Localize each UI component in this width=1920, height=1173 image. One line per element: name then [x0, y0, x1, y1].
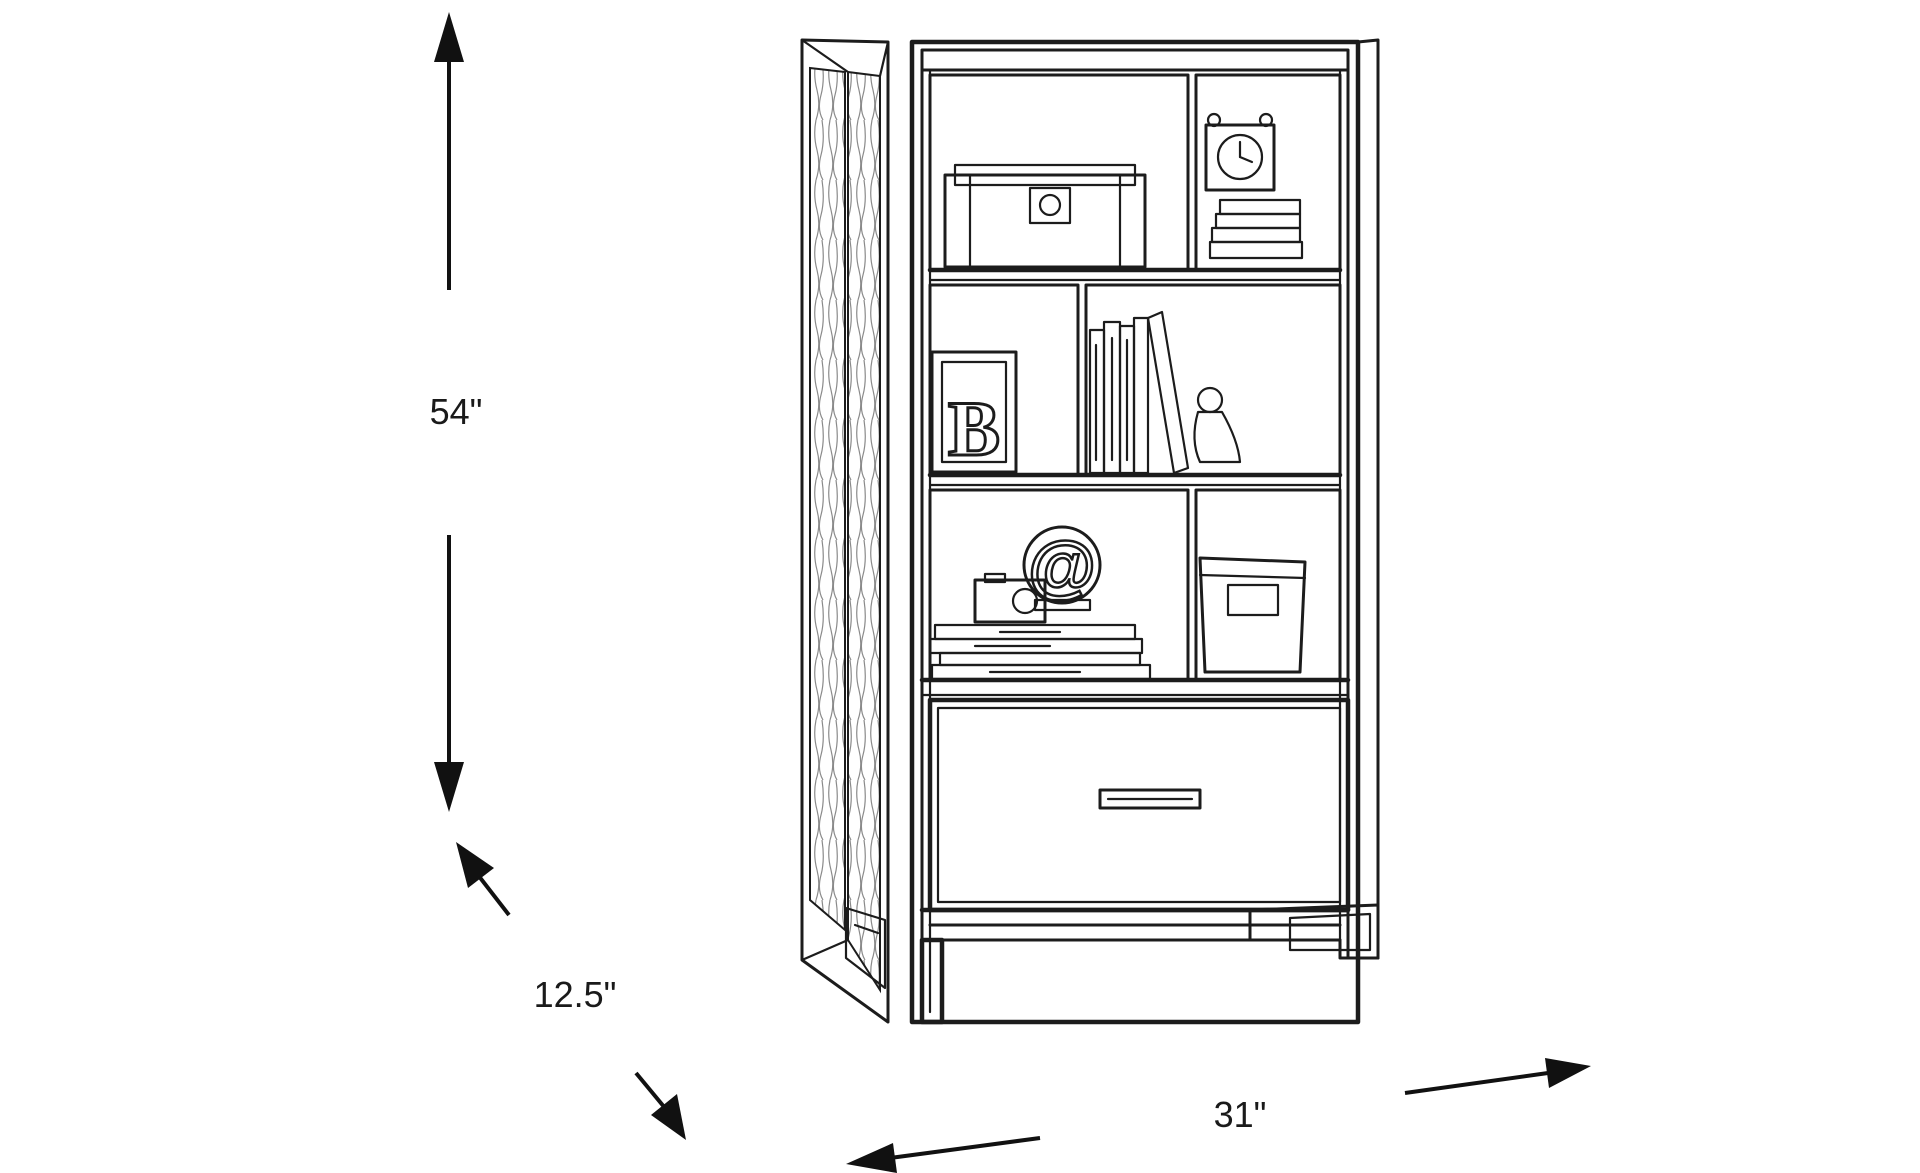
decor-letter-block: B — [930, 350, 1018, 474]
depth-dimension: 12.5" — [456, 842, 686, 1140]
decor-figurine — [1193, 386, 1242, 464]
height-arrow-up-icon — [434, 12, 464, 290]
height-arrow-down-icon — [434, 535, 464, 812]
depth-arrow-down-right-icon — [634, 1071, 686, 1140]
depth-arrow-up-left-icon — [456, 842, 511, 917]
width-arrow-right-icon — [1404, 1058, 1591, 1095]
decor-camera — [973, 572, 1047, 624]
depth-label: 12.5" — [534, 974, 617, 1015]
decor-letter: B — [948, 385, 1000, 472]
left-side-panel — [800, 38, 890, 1024]
decor-basket — [1198, 556, 1307, 674]
shelf-row-top — [927, 73, 1343, 282]
decor-at-symbol: @ — [1022, 525, 1102, 612]
width-label: 31" — [1214, 1094, 1267, 1135]
decor-book-stack-large — [928, 623, 1152, 681]
decor-books-upright — [1088, 310, 1190, 475]
shelf-row-middle — [927, 283, 1343, 487]
height-dimension: 54" — [430, 12, 483, 812]
decor-book-stack-small — [1208, 198, 1304, 260]
base-legs — [919, 903, 1380, 1025]
decor-chest — [943, 163, 1147, 269]
decor-symbol: @ — [1028, 527, 1096, 605]
bookcase-illustration: B @ — [800, 38, 1380, 1025]
drawer — [927, 697, 1351, 913]
width-dimension: 31" — [846, 1058, 1591, 1173]
height-label: 54" — [430, 391, 483, 432]
drawer-pull-icon — [1098, 788, 1202, 810]
width-arrow-left-icon — [846, 1136, 1041, 1173]
decor-clock — [1204, 112, 1276, 192]
